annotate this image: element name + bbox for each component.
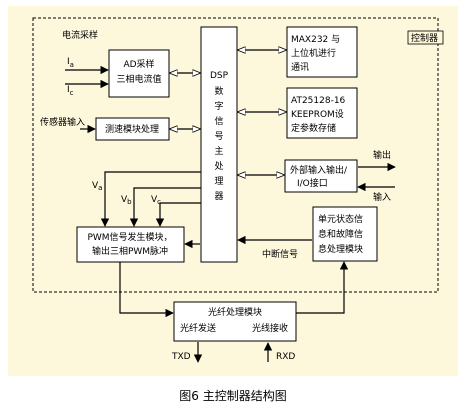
dsp-line-7: 理 (214, 176, 223, 187)
interrupt-label: 中断信号 (262, 248, 298, 260)
pwm-fiber-arrow (119, 262, 174, 318)
external-io-line-2: I/O接口 (297, 177, 328, 189)
dsp-line-2: 字 (214, 100, 223, 112)
input-ia-label: Ia (67, 57, 74, 69)
dsp-line-5: 主 (214, 145, 223, 157)
dsp-line-3: 信 (214, 115, 223, 127)
input-ic-label: Ic (67, 85, 74, 97)
fiber-send: 光纤发送 (180, 322, 216, 334)
at25128-line-2: KEEPROM设 (291, 109, 344, 120)
vb-line (129, 187, 201, 227)
voltage-vb: Vb (121, 195, 132, 206)
max232-line-2: 上位机进行 (291, 47, 336, 59)
current-sampling-label: 电流采样 (62, 29, 98, 41)
output-label: 输出 (373, 149, 391, 161)
fiber-receive: 光线接收 (252, 322, 288, 334)
dsp-line-8: 器 (214, 191, 223, 202)
max232-box (286, 26, 358, 78)
speed-module-box (95, 117, 170, 141)
dsp-line-4: 号 (214, 131, 223, 142)
dsp-box (200, 26, 238, 263)
input-label: 输入 (373, 191, 391, 203)
status-box (312, 206, 378, 262)
controller-boundary (32, 17, 439, 293)
at25128-box (286, 87, 358, 139)
ad-line-1: AD采样 (123, 58, 154, 70)
fiber-status-arrow (296, 261, 349, 314)
fiber-title: 光纤处理模块 (208, 306, 262, 318)
status-line-2: 息和故障信 (318, 228, 363, 240)
max232-line-3: 通讯 (291, 62, 309, 73)
external-io-line-1: 外部输入输出/ (290, 164, 348, 176)
at25128-line-3: 定参数存储 (291, 122, 336, 134)
ad-sampling-box (108, 49, 170, 98)
dsp-line-0: DSP (210, 71, 229, 81)
pwm-line-1: PWM信号发生模块， (87, 231, 172, 243)
va-line (100, 171, 201, 227)
txd-label: TXD (171, 352, 191, 362)
figure-caption: 图6 主控制器结构图 (179, 388, 286, 403)
status-line-3: 息处理模块 (318, 243, 363, 255)
ad-line-2: 三相电流值 (116, 73, 161, 85)
dsp-line-1: 数 (214, 85, 223, 97)
at25128-line-1: AT25128-16 (291, 96, 346, 106)
status-line-1: 单元状态信 (318, 213, 363, 225)
fiber-module-box (173, 301, 297, 342)
speed-module-label: 测速模块处理 (105, 123, 159, 135)
pwm-box (76, 226, 185, 263)
vc-line (155, 202, 201, 227)
max232-line-1: MAX232 与 (291, 34, 340, 45)
controller-label-box (407, 30, 444, 45)
controller-label: 控制器 (411, 32, 438, 44)
voltage-va: Va (92, 181, 102, 192)
voltage-vc: Vc (151, 195, 161, 206)
dsp-line-6: 处 (214, 160, 223, 172)
pwm-line-2: 输出三相PWM脉冲 (92, 245, 168, 257)
rxd-label: RXD (276, 352, 295, 362)
sensor-input-label: 传感器输入 (40, 116, 85, 128)
external-io-box (284, 159, 358, 193)
